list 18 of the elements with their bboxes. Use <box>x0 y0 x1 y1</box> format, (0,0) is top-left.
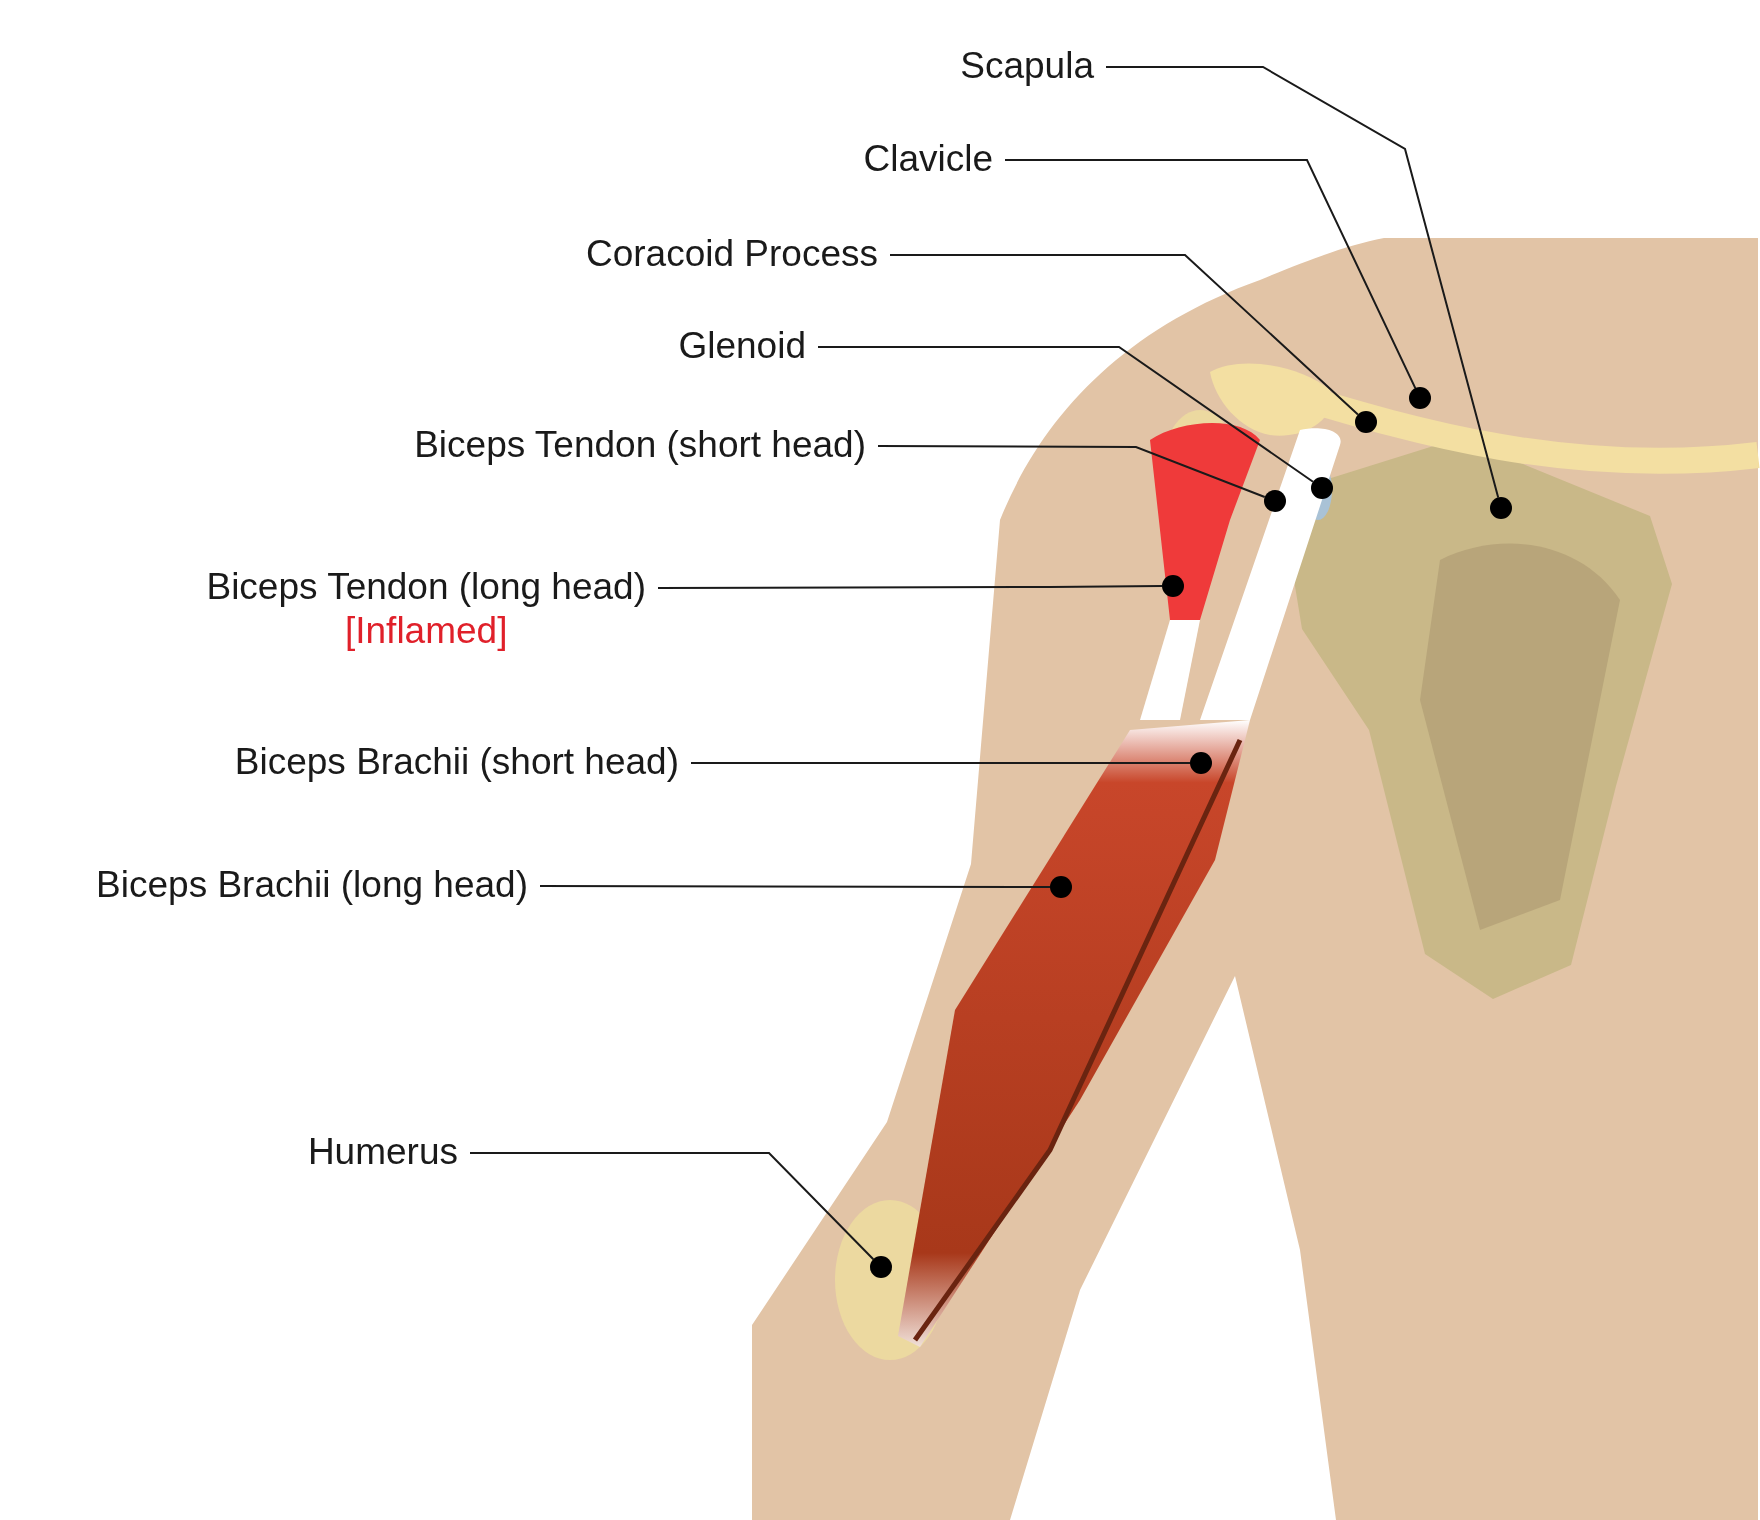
part-label: Biceps Brachii (short head) <box>234 740 679 784</box>
part-label: Biceps Tendon (short head) <box>414 423 866 467</box>
part-label: Scapula <box>960 44 1094 88</box>
part-label: Clavicle <box>863 137 993 181</box>
part-label: Biceps Brachii (long head) <box>96 863 528 907</box>
status-note: [Inflamed] <box>345 609 508 653</box>
leader-line <box>1105 66 1500 499</box>
part-label: Glenoid <box>678 324 806 368</box>
leader-line <box>877 445 1266 498</box>
leader-line <box>1004 159 1417 390</box>
part-label: Coracoid Process <box>586 232 878 276</box>
leader-line <box>469 1152 875 1261</box>
part-label: Biceps Tendon (long head) <box>206 565 646 609</box>
leader-line <box>690 762 1191 764</box>
leader-line <box>657 585 1163 589</box>
leader-line <box>817 346 1314 483</box>
part-label: Humerus <box>307 1130 458 1174</box>
leader-line <box>889 254 1359 416</box>
